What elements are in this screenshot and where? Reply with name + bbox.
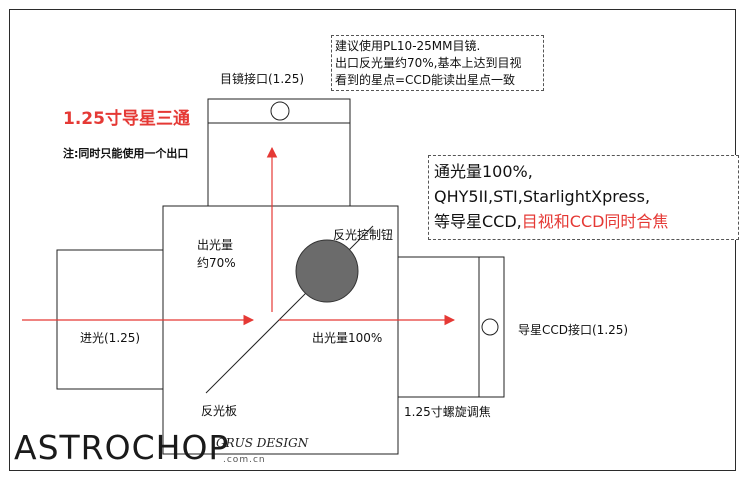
- logo-text-left: ASTRO: [14, 428, 132, 467]
- features-box: 通光量100%, QHY5II,STI,StarlightXpress, 等导星…: [428, 155, 739, 240]
- logo-tagline: GRUS DESIGN: [216, 436, 309, 450]
- features-line-1: 通光量100%,: [434, 162, 533, 181]
- focus-screw-label: 1.25寸螺旋调焦: [404, 405, 491, 419]
- recommendation-line: 看到的星点=CCD能读出星点一致: [335, 73, 516, 87]
- reflector-plate-label: 反光板: [201, 404, 238, 418]
- control-knob-label: 反光控制钮: [333, 228, 394, 242]
- features-line-2: QHY5II,STI,StarlightXpress,: [434, 187, 651, 206]
- logo-text-right: HOP: [155, 428, 230, 467]
- usage-note: 注:同时只能使用一个出口: [63, 147, 189, 160]
- logo-domain: .com.cn: [223, 455, 266, 465]
- control-knob: [295, 239, 359, 303]
- guide-ccd-port-label: 导星CCD接口(1.25): [518, 323, 629, 337]
- astroshop-logo: ASTROCHOP: [14, 428, 229, 467]
- input-light-label: 进光(1.25): [80, 331, 141, 345]
- logo-text-mid: C: [131, 428, 156, 467]
- output-light-label-1: 出光量: [197, 238, 234, 252]
- features-line-3: 等导星CCD,目视和CCD同时合焦: [434, 209, 733, 234]
- eyepiece-port-label: 目镜接口(1.25): [220, 72, 305, 86]
- ccd-screw: [481, 318, 499, 336]
- diagram-title: 1.25寸导星三通: [63, 109, 190, 129]
- outer-frame: [9, 9, 736, 471]
- main-body: [162, 205, 399, 455]
- output-100-label: 出光量100%: [312, 331, 383, 345]
- recommendation-line: 出口反光量约70%,基本上达到目视: [335, 56, 522, 70]
- output-light-label-2: 约70%: [197, 256, 236, 270]
- recommendation-box: 建议使用PL10-25MM目镜. 出口反光量约70%,基本上达到目视 看到的星点…: [331, 35, 544, 91]
- recommendation-line: 建议使用PL10-25MM目镜.: [335, 39, 481, 53]
- eyepiece-screw: [270, 101, 290, 121]
- features-line-3-red: 目视和CCD同时合焦: [521, 212, 669, 231]
- features-line-3-black: 等导星CCD,: [434, 212, 522, 231]
